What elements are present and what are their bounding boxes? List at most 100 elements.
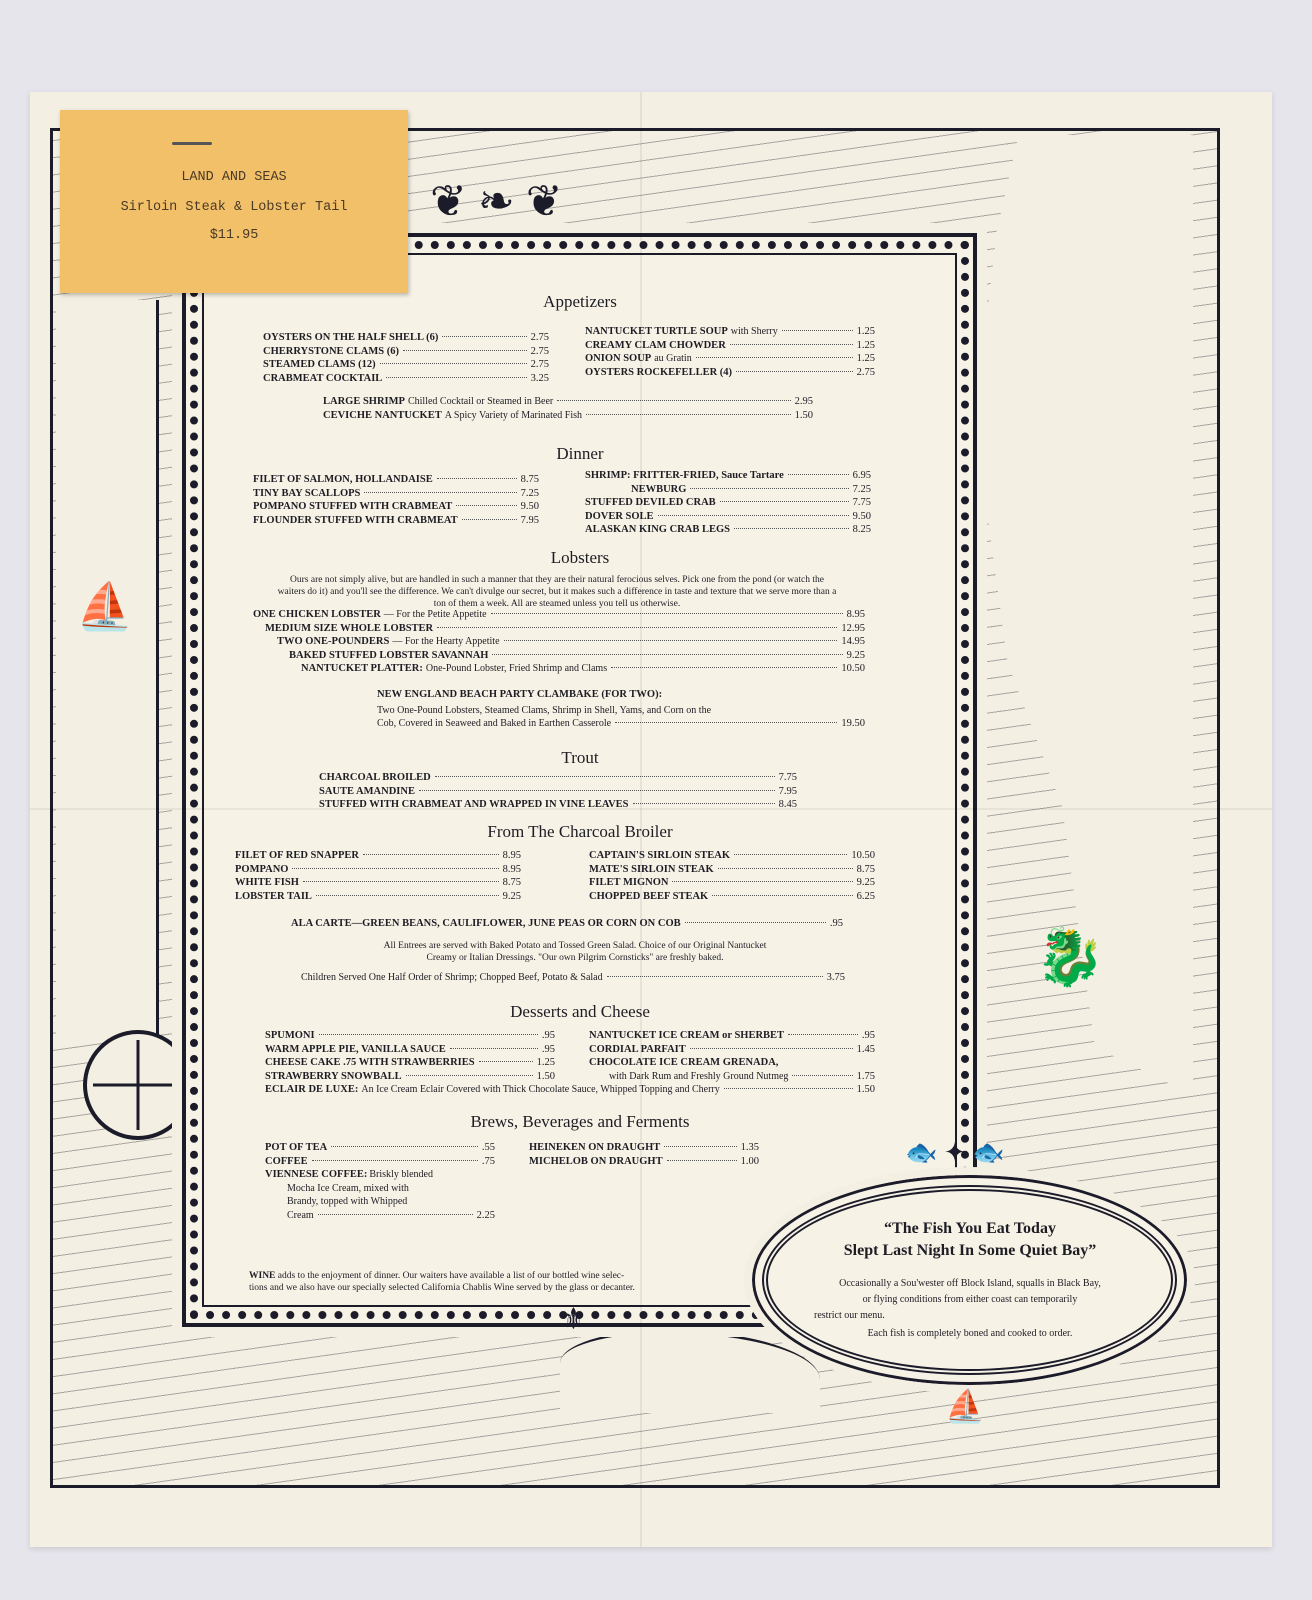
desserts-right: NANTUCKET ICE CREAM or SHERBET.95 CORDIA… [589,1030,875,1084]
eclair: ECLAIR DE LUXE:An Ice Cream Eclair Cover… [265,1084,875,1098]
staple-icon [172,142,212,145]
ala-carte: ALA CARTE—GREEN BEANS, CAULIFLOWER, JUNE… [291,918,843,932]
menu-item: ONE CHICKEN LOBSTER— For the Petite Appe… [253,609,865,620]
menu-item: NANTUCKET ICE CREAM or SHERBET.95 [589,1030,875,1041]
motto: “The Fish You Eat Today Slept Last Night… [843,1220,1097,1259]
menu-item: STEAMED CLAMS (12)2.75 [263,359,549,370]
menu-content: Appetizers OYSTERS ON THE HALF SHELL (6)… [205,256,955,1306]
desserts-left: SPUMONI.95 WARM APPLE PIE, VANILLA SAUCE… [265,1030,555,1084]
section-title-dinner: Dinner [556,444,604,463]
menu-item-desc: Mocha Ice Cream, mixed with [287,1182,409,1194]
section-title-desserts: Desserts and Cheese [510,1002,650,1021]
tag-item: Sirloin Steak & Lobster Tail [120,200,348,215]
section-title-trout: Trout [561,748,599,767]
section-title-beverages: Brews, Beverages and Ferments [470,1112,690,1131]
ship-icon: ⛵ [76,581,134,632]
children-item: Children Served One Half Order of Shrimp… [301,972,845,986]
appetizers-left: OYSTERS ON THE HALF SHELL (6)2.75 CHERRY… [263,332,549,386]
wine-note: WINE adds to the enjoyment of dinner. Ou… [249,1271,635,1293]
sea-serpent-icon: 🐉 [1035,927,1105,989]
menu-item: STUFFED WITH CRABMEAT AND WRAPPED IN VIN… [319,799,797,810]
menu-item: ALA CARTE—GREEN BEANS, CAULIFLOWER, JUNE… [291,918,843,929]
menu-item: POT OF TEA.55 [265,1142,495,1153]
paper-fold-horizontal [30,808,1272,810]
fish-ornament: 🐟 ✦ 🐟 [905,1138,1005,1167]
menu-item: WARM APPLE PIE, VANILLA SAUCE.95 [265,1043,555,1055]
menu-item: SPUMONI.95 [265,1030,555,1041]
section-title-lobsters: Lobsters [550,548,610,567]
compass-rose-icon [83,1030,193,1140]
tag-title: LAND AND SEAS [181,170,287,185]
motto-cartouche-border [762,1185,1177,1375]
menu-item: CHOCOLATE ICE CREAM GRENADA, [589,1057,779,1068]
fleur-ornament-bottom: ⚜ [560,1303,587,1336]
menu-frame-beads [190,241,969,1319]
section-title-broiler: From The Charcoal Broiler [487,822,673,841]
menu-disclaimer: Occasionally a Sou'wester off Block Isla… [814,1278,1101,1339]
menu-frame-inner-line [202,253,957,1307]
entrees-note: All Entrees are served with Baked Potato… [383,941,767,963]
menu-item: OYSTERS ROCKEFELLER (4)2.75 [585,366,875,378]
clambake-title: NEW ENGLAND BEACH PARTY CLAMBAKE (FOR TW… [377,689,663,700]
clambake: NEW ENGLAND BEACH PARTY CLAMBAKE (FOR TW… [377,689,865,732]
menu-item: Cob, Covered in Seaweed and Baked in Ear… [377,718,865,729]
section-title-appetizers: Appetizers [543,292,617,311]
map-border [50,128,1220,1488]
menu-item: Children Served One Half Order of Shrimp… [301,972,845,983]
menu-item: OYSTERS ON THE HALF SHELL (6)2.75 [263,332,549,343]
menu-frame [172,223,987,1337]
scroll-ornament-top: ❦ ❧ ❦ [430,177,563,226]
menu-item-desc: Brandy, topped with Whipped [287,1196,408,1207]
menu-item: CHERRYSTONE CLAMS (6)2.75 [263,345,549,357]
special-tag: LAND AND SEAS Sirloin Steak & Lobster Ta… [60,110,408,293]
menu-item: ECLAIR DE LUXE:An Ice Cream Eclair Cover… [265,1084,875,1095]
menu-item: TWO ONE-POUNDERS— For the Hearty Appetit… [277,636,865,647]
tag-price: $11.95 [209,228,259,243]
paper-fold-vertical [640,92,642,1547]
ship-emblem-icon: ⛵ [945,1388,985,1424]
menu-item: COFFEE.75 [265,1155,495,1167]
menu-item: VIENNESE COFFEE:Briskly blended [265,1169,433,1180]
beverages-left: POT OF TEA.55 COFFEE.75 VIENNESE COFFEE:… [265,1142,495,1223]
lobsters-list: ONE CHICKEN LOBSTER— For the Petite Appe… [253,609,865,677]
